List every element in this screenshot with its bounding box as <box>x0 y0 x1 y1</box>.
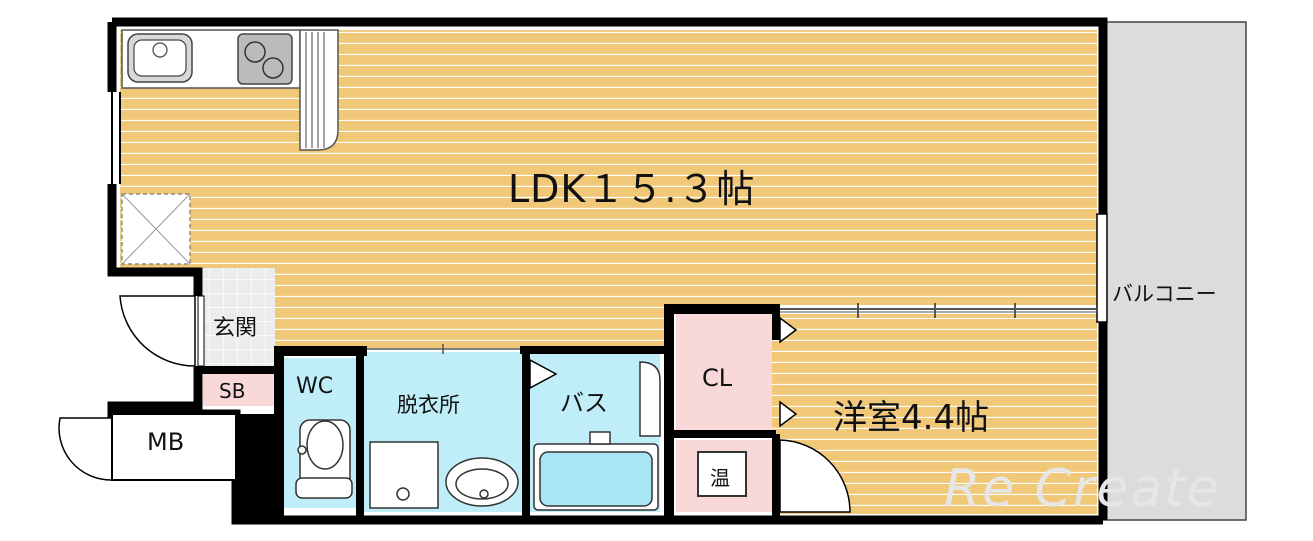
room-label-cl: CL <box>702 364 733 392</box>
room-label-on: 温 <box>710 466 730 490</box>
room-label-wc: WC <box>296 374 334 399</box>
interior-walls <box>198 304 780 520</box>
stove-icon <box>237 33 293 85</box>
room-label-genkan: 玄関 <box>213 316 258 341</box>
toilet-icon <box>295 419 353 499</box>
kitchen-counter-ext <box>299 29 339 151</box>
water-heater-icon <box>697 451 747 497</box>
storage-x-icon <box>121 193 191 265</box>
room-label-balcony: バルコニー <box>1112 282 1217 306</box>
bathtub-icon <box>533 361 661 511</box>
wash-basin-icon <box>445 457 519 507</box>
balcony-area <box>1102 21 1247 521</box>
room-label-sb: SB <box>219 379 246 403</box>
room-label-ldk: LDK１５.３帖 <box>508 167 756 211</box>
ldk-floor <box>120 30 1097 348</box>
room-label-datsuijo: 脱衣所 <box>397 393 460 417</box>
room-label-yoshitsu: 洋室4.4帖 <box>833 398 990 438</box>
washing-machine-icon <box>369 441 439 509</box>
cl-floor <box>676 314 772 432</box>
kitchen-sink-icon <box>127 33 193 83</box>
room-label-bath: バス <box>560 389 608 417</box>
sb-floor <box>203 374 275 406</box>
watermark: Re Create <box>944 459 1221 519</box>
room-label-mb: MB <box>147 428 185 456</box>
genkan-tile <box>203 268 275 368</box>
doors <box>58 295 851 513</box>
